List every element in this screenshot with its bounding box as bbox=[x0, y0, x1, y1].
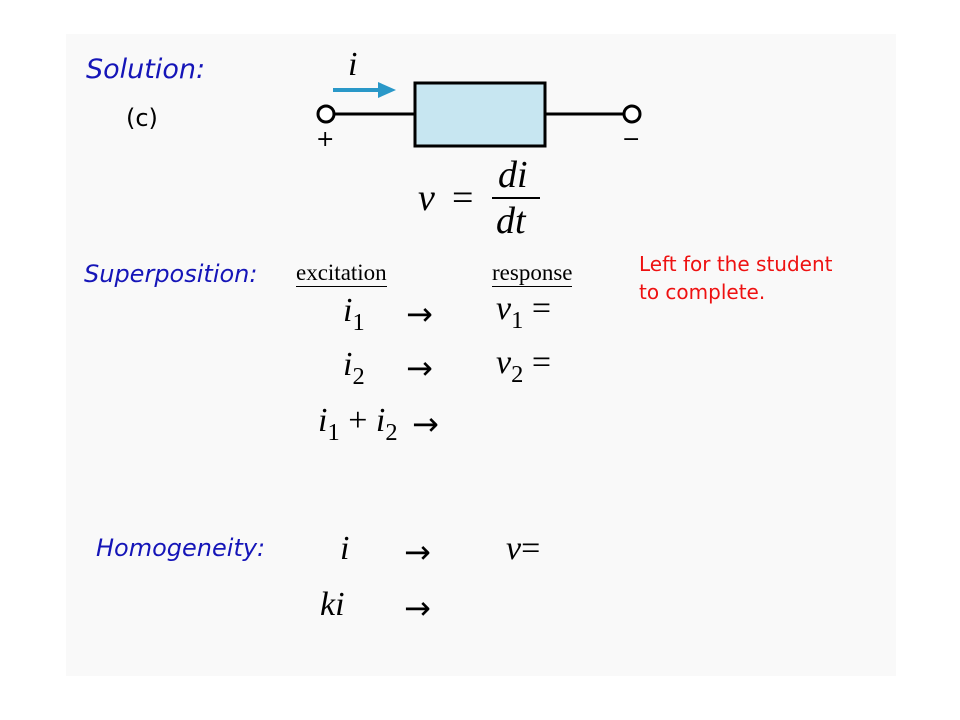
superposition-output-1: v1 = bbox=[496, 290, 552, 335]
homogeneity-arrow-2: → bbox=[404, 589, 431, 627]
equation-lhs: v bbox=[418, 177, 435, 219]
superposition-input-2: i2 bbox=[343, 346, 365, 391]
fraction-bar bbox=[492, 197, 540, 199]
solution-heading: Solution: bbox=[86, 54, 206, 85]
plus-terminal-label: + bbox=[316, 127, 335, 152]
equation-denominator: dt bbox=[496, 200, 526, 242]
excitation-column-header: excitation bbox=[296, 260, 387, 287]
student-note: Left for the student to complete. bbox=[639, 250, 832, 306]
right-terminal bbox=[622, 104, 642, 124]
homogeneity-heading: Homogeneity: bbox=[96, 534, 266, 562]
student-note-line-2: to complete. bbox=[639, 280, 766, 304]
equation-equals: = bbox=[452, 177, 474, 219]
circuit-element bbox=[413, 81, 547, 148]
student-note-line-1: Left for the student bbox=[639, 252, 833, 276]
homogeneity-arrow-1: → bbox=[404, 533, 431, 571]
circuit-diagram bbox=[316, 81, 642, 148]
response-label: response bbox=[492, 260, 573, 287]
minus-terminal-label: − bbox=[622, 127, 641, 152]
superposition-heading: Superposition: bbox=[84, 260, 258, 288]
superposition-arrow-2: → bbox=[406, 349, 433, 387]
left-terminal bbox=[316, 104, 336, 124]
superposition-arrow-3: → bbox=[412, 405, 439, 443]
response-column-header: response bbox=[492, 260, 573, 287]
current-arrow-head bbox=[378, 82, 396, 98]
homogeneity-input-2: ki bbox=[320, 586, 345, 623]
superposition-arrow-1: → bbox=[406, 295, 433, 333]
homogeneity-output-1: v= bbox=[506, 530, 541, 567]
superposition-sum-input: i1 + i2 bbox=[318, 402, 398, 447]
current-label: i bbox=[348, 46, 358, 83]
superposition-output-2: v2 = bbox=[496, 344, 552, 389]
homogeneity-input-1: i bbox=[340, 530, 350, 567]
superposition-input-1: i1 bbox=[343, 292, 365, 337]
part-label: (c) bbox=[126, 104, 158, 132]
equation-numerator: di bbox=[498, 154, 528, 196]
excitation-label: excitation bbox=[296, 260, 387, 287]
